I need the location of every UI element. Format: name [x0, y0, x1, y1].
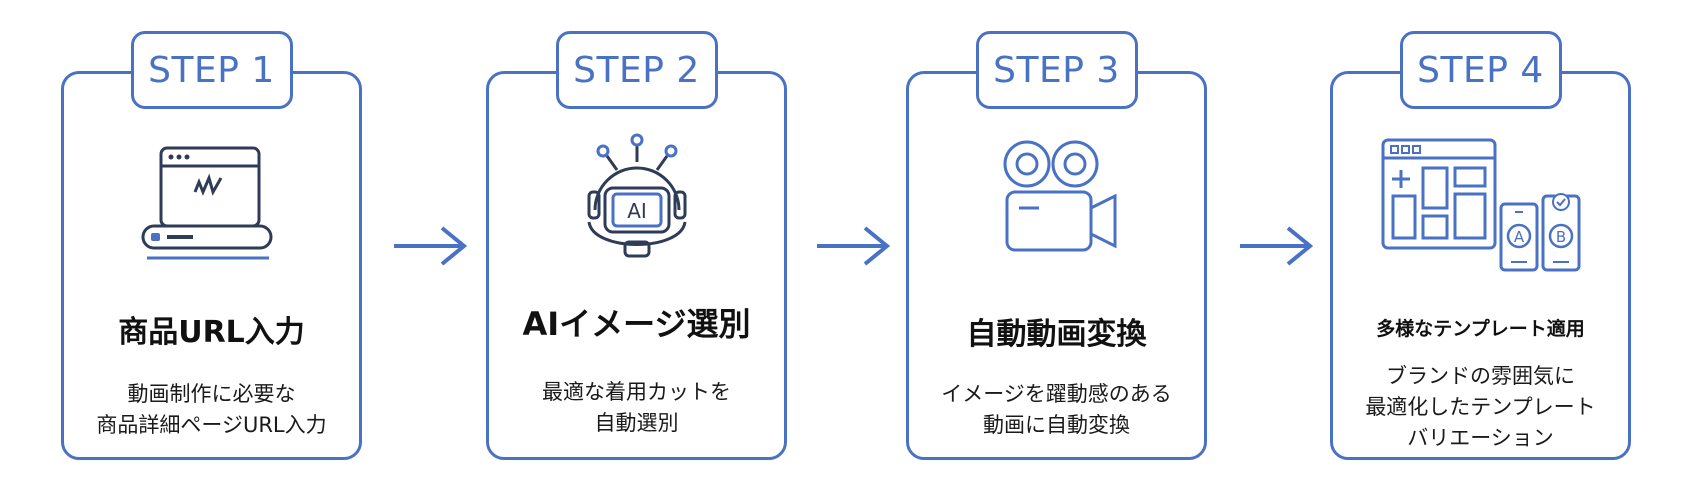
step-title: 多様なテンプレート適用 [1376, 318, 1585, 340]
template-devices-icon: A B [1333, 136, 1628, 286]
step-description: 動画制作に必要な商品詳細ページURL入力 [96, 382, 327, 437]
arrow-right-icon [817, 226, 891, 266]
step-card-3: STEP 3 自動動画変換 イメージを躍動感のある動画に自動変換 [906, 31, 1207, 460]
browser-laptop-icon [64, 134, 359, 284]
step-label: STEP 3 [975, 31, 1138, 109]
step-label: STEP 4 [1399, 31, 1562, 109]
arrow-right-icon [394, 226, 468, 266]
step-title: 商品URL入力 [118, 315, 305, 350]
step-title: 自動動画変換 [966, 317, 1147, 352]
variant-b-label: B [1555, 228, 1565, 246]
step-card-1: STEP 1 商品URL入力 動画制作に必要な商品詳細ページURL入力 [61, 31, 362, 460]
arrow-right-icon [1240, 226, 1314, 266]
video-camera-icon [909, 136, 1204, 286]
ai-label: AI [627, 199, 647, 223]
step-label: STEP 2 [555, 31, 718, 109]
variant-a-label: A [1513, 228, 1524, 246]
step-card-2: STEP 2 AI AIイメージ選別 最適な着用カットを自動選別 [486, 31, 787, 460]
step-title: AIイメージ選別 [522, 305, 751, 343]
ai-robot-icon: AI [489, 130, 784, 280]
step-label: STEP 1 [130, 31, 293, 109]
step-description: ブランドの雰囲気に最適化したテンプレートバリエーション [1365, 364, 1596, 450]
step-card-4: STEP 4 A B 多様なテンプレート適用 [1330, 31, 1631, 460]
step-description: 最適な着用カットを自動選別 [542, 380, 731, 435]
step-description: イメージを躍動感のある動画に自動変換 [941, 382, 1172, 437]
